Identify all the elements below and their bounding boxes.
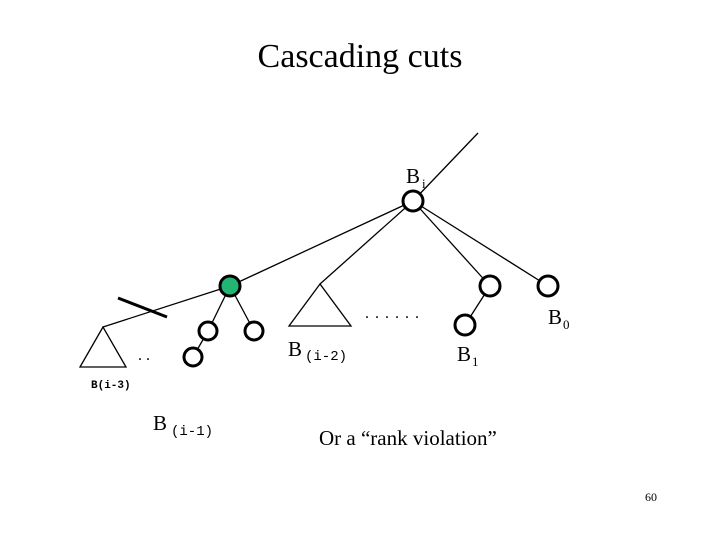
b1-child-node [453,313,477,337]
slide-title: Cascading cuts [257,38,463,75]
label-b0-sub: 0 [563,317,570,332]
child-node-2 [243,320,265,342]
subtree-bi2-triangle [287,282,353,327]
edge-root-b0 [412,200,549,287]
marked-node [218,274,242,298]
edge-root-parent [412,132,479,202]
label-root-b: B [406,164,420,188]
label-bi2-b: B [288,337,302,361]
edge-marked-bi3 [102,285,231,328]
b1-node [478,274,502,298]
cut-mark [117,296,168,319]
label-root-sub: i [422,176,426,191]
grandchild-node [182,346,204,368]
subtree-bi3-triangle [78,325,128,368]
edge-root-marked [229,200,414,287]
label-b1-sub: 1 [472,354,479,369]
tree-edges [102,132,549,358]
b0-node [536,274,560,298]
child-node-1 [197,320,219,342]
edge-root-bi2 [319,200,414,285]
label-b1-b: B [457,342,471,366]
label-bi1-b: B [153,411,167,435]
page-number: 60 [645,490,657,504]
label-bi2-sub: (i-2) [305,349,347,365]
dots-middle: . . . . . . [365,305,420,322]
label-bi1-sub: (i-1) [171,424,213,440]
label-b0-b: B [548,305,562,329]
label-bi3: B(i-3) [91,380,131,392]
dots-left: . . [138,347,150,364]
rank-violation-note: Or a “rank violation” [319,426,497,450]
root-node [401,189,425,213]
edge-root-b1 [412,200,491,287]
